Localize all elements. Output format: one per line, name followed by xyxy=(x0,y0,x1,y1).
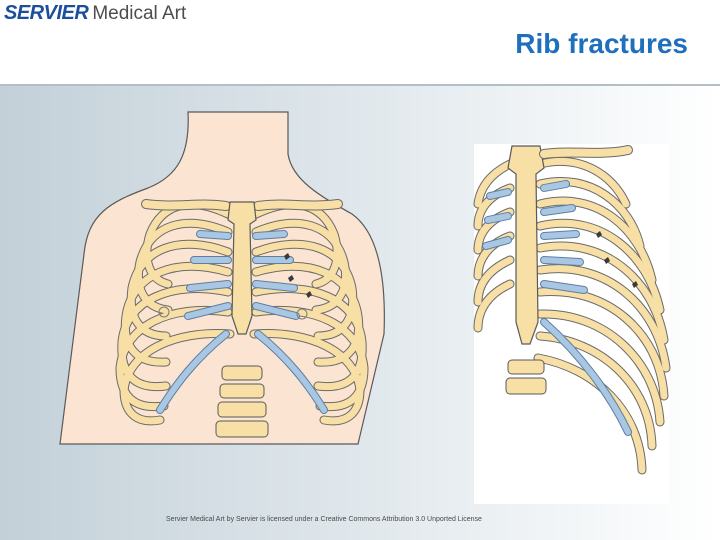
rib-cage-side-icon xyxy=(473,144,671,504)
rib-cage-front-icon xyxy=(59,111,385,445)
front-spine xyxy=(215,365,269,438)
logo-product: Medical Art xyxy=(92,3,187,24)
slide-title: Rib fractures xyxy=(515,28,688,59)
side-fracture-marks xyxy=(596,231,638,288)
logo-brand: SERVIER xyxy=(4,2,89,24)
side-spine xyxy=(505,359,547,395)
fracture-marks xyxy=(284,253,312,298)
license-credit: Servier Medical Art by Servier is licens… xyxy=(166,516,482,523)
front-ribs xyxy=(115,199,369,426)
servier-logo: SERVIER Medical Art xyxy=(4,2,186,24)
panel-divider xyxy=(0,84,720,86)
front-cartilage xyxy=(156,230,328,414)
nipple-markers xyxy=(158,306,308,320)
side-sternum xyxy=(507,145,545,345)
sternum xyxy=(227,201,257,335)
side-cartilage xyxy=(482,180,632,436)
clavicles xyxy=(141,199,343,211)
illustration-canvas xyxy=(59,111,671,504)
